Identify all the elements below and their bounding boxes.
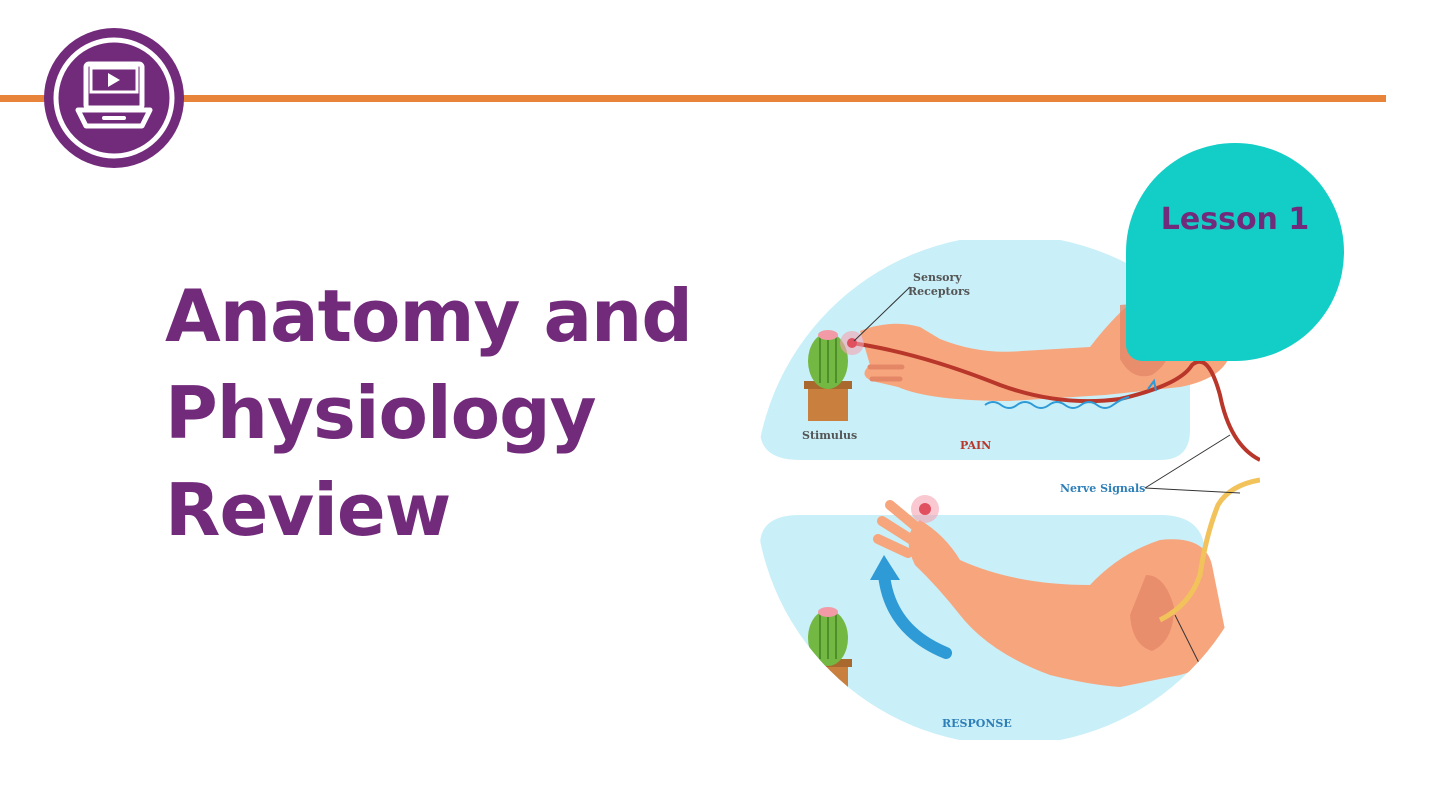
label-receptors: Receptors: [908, 285, 970, 298]
label-response: RESPONSE: [942, 717, 1012, 730]
slide-title: Anatomy and Physiology Review: [165, 268, 725, 559]
lesson-bubble: [1126, 143, 1344, 361]
title-line-2: Physiology: [165, 371, 597, 455]
label-pain: PAIN: [960, 439, 991, 452]
label-stimulus: Stimulus: [802, 429, 857, 442]
video-lesson-icon: [42, 26, 186, 170]
label-nerve-signals: Nerve Signals: [1060, 482, 1145, 495]
lesson-label: Lesson 1: [1160, 202, 1310, 237]
label-sensory: Sensory: [913, 271, 962, 284]
title-line-3: Review: [165, 468, 451, 552]
header-rule: [0, 95, 1386, 102]
title-line-1: Anatomy and: [165, 274, 693, 358]
